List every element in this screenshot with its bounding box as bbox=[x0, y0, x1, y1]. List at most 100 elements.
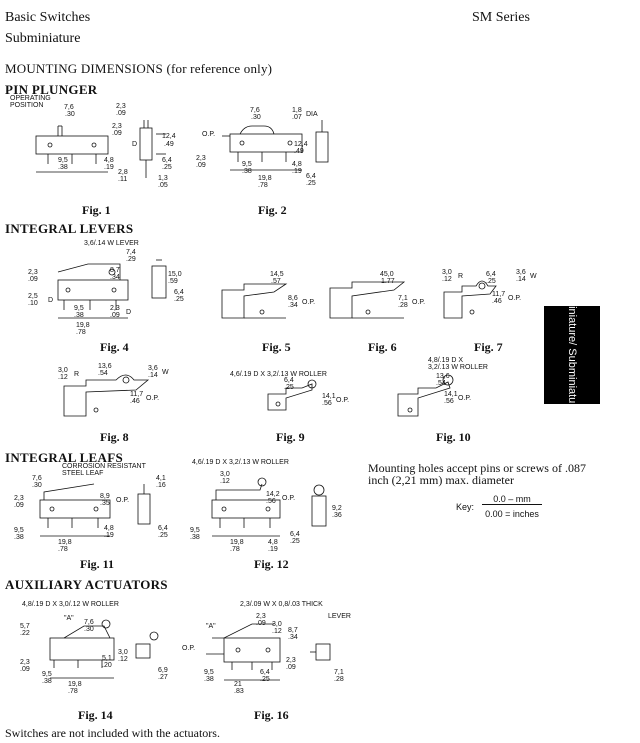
side-tab-label: Miniature/ Subminiature bbox=[566, 296, 578, 414]
figure-1-drawing: OPERATING POSITION 7,6 .30 2,3 .09 2,3 .… bbox=[10, 95, 176, 189]
f10-label-1: 3,2/.13 W ROLLER bbox=[428, 364, 488, 371]
f4-label-11: 2,5 bbox=[28, 293, 38, 300]
f11-label-4: 2,3 bbox=[14, 495, 24, 502]
f2-label-2: 1,8 bbox=[292, 107, 302, 114]
f16-label-14: 21 bbox=[234, 681, 242, 688]
f8-label-2: R bbox=[74, 371, 79, 378]
f1-label-13: 4,8 bbox=[104, 157, 114, 164]
f2-label-3: .07 bbox=[292, 114, 302, 121]
f11-label-2: 7,6 bbox=[32, 475, 42, 482]
f14-label-11: .12 bbox=[118, 656, 128, 663]
f2-label-9: .09 bbox=[196, 162, 206, 169]
f1-label-9: .49 bbox=[164, 141, 174, 148]
f1-label-3: .30 bbox=[65, 111, 75, 118]
f14-label-9: .20 bbox=[102, 662, 112, 669]
figure-8-caption: Fig. 8 bbox=[100, 430, 129, 444]
f11-label-5: .09 bbox=[14, 502, 24, 509]
f12-label-8: 9,5 bbox=[190, 527, 200, 534]
header-series: SM Series bbox=[472, 10, 530, 25]
f2-label-0: 7,6 bbox=[250, 107, 260, 114]
f4-label-5: 15,0 bbox=[168, 271, 182, 278]
f11-label-13: 19,8 bbox=[58, 539, 72, 546]
f1-label-5: .09 bbox=[116, 110, 126, 117]
f2-label-7: .49 bbox=[294, 148, 304, 155]
f2-label-11: .38 bbox=[242, 168, 252, 175]
f2-label-5: O.P. bbox=[202, 131, 215, 138]
section-pin-plunger: PIN PLUNGER bbox=[5, 82, 98, 97]
f16-label-12: 9,5 bbox=[204, 669, 214, 676]
f4-label-1: 7,4 bbox=[126, 249, 136, 256]
f1-label-7: .09 bbox=[112, 130, 122, 137]
f4-label-20: .78 bbox=[76, 329, 86, 336]
f11-label-12: .38 bbox=[14, 534, 24, 541]
f6-label-0: 45,0 bbox=[380, 271, 394, 278]
f16-label-6: .12 bbox=[272, 628, 282, 635]
f14-label-10: 3,0 bbox=[118, 649, 128, 656]
figure-7-caption: Fig. 7 bbox=[474, 340, 503, 354]
f11-label-6: 8,9 bbox=[100, 493, 110, 500]
f8-label-9: .46 bbox=[130, 398, 140, 405]
figure-1-caption: Fig. 1 bbox=[82, 203, 111, 217]
f1-label-17: 6,4 bbox=[162, 157, 172, 164]
key-top: 0.0 – mm bbox=[482, 494, 542, 505]
f2-label-8: 2,3 bbox=[196, 155, 206, 162]
f4-label-2: .29 bbox=[126, 256, 136, 263]
f1-label-1: POSITION bbox=[10, 102, 43, 109]
f7-label-2: R bbox=[458, 273, 463, 280]
f12-label-10: 19,8 bbox=[230, 539, 244, 546]
f11-label-0: CORROSION RESISTANT bbox=[62, 463, 147, 470]
f12-label-4: .56 bbox=[266, 498, 276, 505]
f2-label-6: 12,4 bbox=[294, 141, 308, 148]
f8-label-3: 13,6 bbox=[98, 363, 112, 370]
f4-label-3: 8,7 bbox=[110, 267, 120, 274]
f10-label-3: .54 bbox=[436, 380, 446, 387]
figure-11-caption: Fig. 11 bbox=[80, 557, 115, 571]
f12-label-15: .25 bbox=[290, 538, 300, 545]
f12-label-3: 14,2 bbox=[266, 491, 280, 498]
f12-label-14: 6,4 bbox=[290, 531, 300, 538]
f12-label-0: 4,6/.19 D X 3,2/.13 W ROLLER bbox=[192, 459, 289, 466]
f1-label-15: 2,8 bbox=[118, 169, 128, 176]
figure-16-caption: Fig. 16 bbox=[254, 708, 289, 722]
f11-label-8: O.P. bbox=[116, 497, 129, 504]
f8-label-5: 3,6 bbox=[148, 365, 158, 372]
f7-label-4: .25 bbox=[486, 278, 496, 285]
mounting-note: Mounting holes accept pins or screws of … bbox=[368, 461, 586, 487]
f4-label-10: .09 bbox=[28, 276, 38, 283]
f1-label-2: 7,6 bbox=[64, 104, 74, 111]
figure-8-drawing: 3,0 .12 R 13,6 .54 3,6 .14 W 11,7 .46 O.… bbox=[58, 363, 169, 417]
f1-label-6: 2,3 bbox=[112, 123, 122, 130]
f2-label-4: DIA bbox=[306, 111, 318, 118]
f2-label-10: 9,5 bbox=[242, 161, 252, 168]
f4-label-16: 2,3 bbox=[110, 305, 120, 312]
f8-label-1: .12 bbox=[58, 374, 68, 381]
f1-label-4: 2,3 bbox=[116, 103, 126, 110]
f6-label-3: .28 bbox=[398, 302, 408, 309]
f4-label-15: .38 bbox=[74, 312, 84, 319]
section-integral-levers: INTEGRAL LEVERS bbox=[5, 221, 134, 236]
figure-16-drawing: 2,3/.09 W X 0,8/.03 THICK LEVER "A" 2,3 … bbox=[182, 601, 351, 695]
section-auxiliary-actuators: AUXILIARY ACTUATORS bbox=[5, 577, 168, 592]
f7-label-10: O.P. bbox=[508, 295, 521, 302]
f8-label-10: O.P. bbox=[146, 395, 159, 402]
f10-label-4: 14,1 bbox=[444, 391, 458, 398]
f16-label-1: LEVER bbox=[328, 613, 351, 620]
f5-label-4: O.P. bbox=[302, 299, 315, 306]
f16-label-5: 3,0 bbox=[272, 621, 282, 628]
f16-label-13: .38 bbox=[204, 676, 214, 683]
f9-label-2: .25 bbox=[284, 384, 294, 391]
f1-label-0: OPERATING bbox=[10, 95, 51, 102]
f4-label-4: .34 bbox=[110, 274, 120, 281]
f14-label-12: 9,5 bbox=[42, 671, 52, 678]
f14-label-7: .09 bbox=[20, 666, 30, 673]
f16-label-0: 2,3/.09 W X 0,8/.03 THICK bbox=[240, 601, 323, 608]
side-tab: Miniature/ Subminiature bbox=[544, 297, 600, 413]
f4-label-8: .25 bbox=[174, 296, 184, 303]
f1-label-10: D bbox=[132, 141, 137, 148]
f7-label-0: 3,0 bbox=[442, 269, 452, 276]
f11-label-14: .78 bbox=[58, 546, 68, 553]
f10-label-6: O.P. bbox=[458, 395, 471, 402]
f9-label-3: 14,1 bbox=[322, 393, 336, 400]
f14-label-15: .78 bbox=[68, 688, 78, 695]
f16-label-10: 2,3 bbox=[286, 657, 296, 664]
